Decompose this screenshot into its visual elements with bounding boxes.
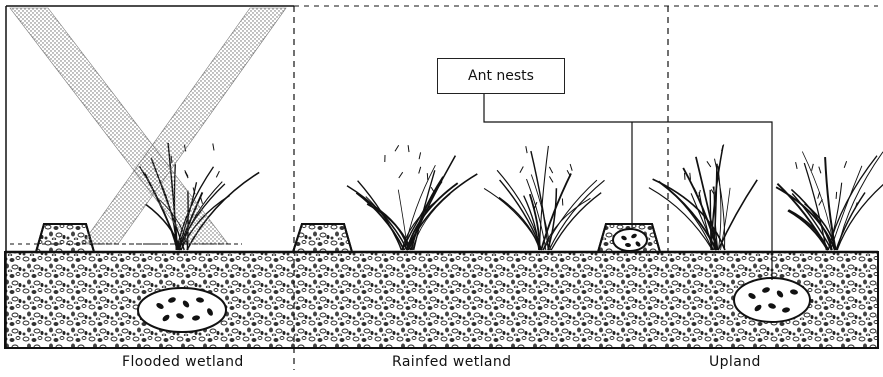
- ant-nests-callout: Ant nests: [437, 58, 565, 94]
- cross-out-icon: [10, 8, 286, 244]
- rice-plant-icon: [484, 146, 604, 250]
- rice-plant-icon: [347, 145, 477, 250]
- rice-plant-icon: [649, 144, 757, 250]
- ant-nest-icon: [613, 229, 647, 251]
- zone-label-upland: Upland: [709, 354, 761, 370]
- zone-label-rainfed-wetland: Rainfed wetland: [392, 354, 511, 370]
- rice-plant-icon: [776, 152, 883, 251]
- callout-label: Ant nests: [468, 68, 534, 84]
- zone-label-flooded-wetland: Flooded wetland: [122, 354, 244, 370]
- ant-nest-icon: [734, 278, 810, 322]
- ant-nest-icon: [138, 288, 226, 332]
